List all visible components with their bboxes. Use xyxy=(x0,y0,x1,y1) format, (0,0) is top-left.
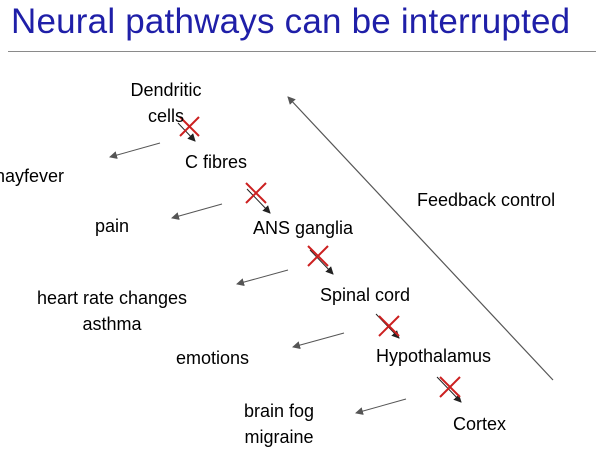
pathway-arrow-ans-to-spinal xyxy=(309,249,334,275)
effect-arrow-hayfever xyxy=(109,142,161,159)
effect-arrow-brain-fog xyxy=(355,398,407,415)
node-ans-ganglia: ANS ganglia xyxy=(253,218,354,238)
effect-arrow-pain xyxy=(171,203,223,220)
interrupt-cross-3 xyxy=(307,245,329,267)
effect-asthma-line: asthma xyxy=(82,314,142,334)
effect-arrow-emotions xyxy=(292,332,345,350)
effect-emotions: emotions xyxy=(176,348,250,368)
effect-pain: pain xyxy=(95,216,130,236)
node-hypothalamus: Hypothalamus xyxy=(376,346,492,366)
interrupt-cross-2 xyxy=(245,182,267,204)
interrupt-cross-1 xyxy=(179,116,200,137)
pathway-arrow-cfibres-to-ans xyxy=(246,188,271,214)
effect-heart-rate-line: heart rate changes xyxy=(36,288,188,308)
feedback-control-label: Feedback control xyxy=(417,190,556,210)
feedback-arrow xyxy=(287,96,554,381)
interrupt-cross-4 xyxy=(378,315,400,337)
effect-brain-fog-migraine: brain fog migraine xyxy=(226,398,332,450)
effect-migraine-line: migraine xyxy=(244,427,314,447)
effect-arrow-heart-rate xyxy=(236,269,289,287)
pathway-arrow-hypothalamus-to-cortex xyxy=(436,376,462,403)
interrupt-cross-5 xyxy=(439,376,461,398)
node-c-fibres: C fibres xyxy=(185,152,248,172)
node-dendritic-line-2: cells xyxy=(147,106,184,126)
title-divider xyxy=(8,51,596,52)
effect-hayfever: hayfever xyxy=(0,166,65,186)
node-spinal-cord: Spinal cord xyxy=(320,285,411,305)
pathway-arrow-dendritic-to-cfibres xyxy=(177,122,196,142)
effect-heart-rate-asthma: heart rate changes asthma xyxy=(14,285,210,337)
node-dendritic-cells: Dendritic cells xyxy=(110,77,222,129)
effect-brain-fog-line: brain fog xyxy=(243,401,315,421)
node-cortex: Cortex xyxy=(453,414,507,434)
slide-title: Neural pathways can be interrupted xyxy=(11,2,571,41)
node-dendritic-line-1: Dendritic xyxy=(130,80,202,100)
